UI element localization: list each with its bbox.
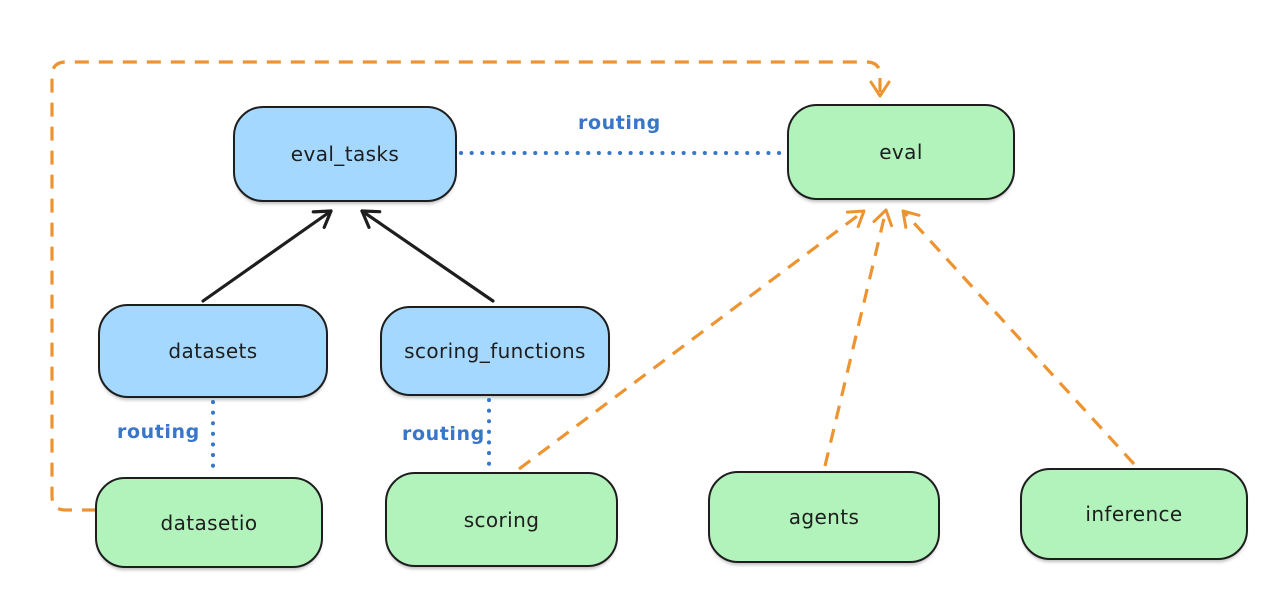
node-scoring: scoring bbox=[385, 472, 618, 567]
edge-datasets-to-eval-tasks bbox=[201, 209, 333, 303]
edge-label-routing-scoring: routing bbox=[402, 423, 485, 445]
edge-label-routing-datasetio: routing bbox=[117, 421, 200, 443]
edge-label-routing-top: routing bbox=[578, 112, 661, 134]
node-datasets: datasets bbox=[98, 304, 328, 398]
node-inference: inference bbox=[1020, 468, 1248, 560]
edge-inference-to-eval bbox=[901, 209, 1136, 466]
node-agents: agents bbox=[708, 471, 940, 563]
edge-agents-to-eval bbox=[823, 208, 894, 467]
node-eval: eval bbox=[787, 104, 1015, 200]
node-eval-tasks: eval_tasks bbox=[233, 106, 457, 202]
node-datasetio: datasetio bbox=[95, 477, 323, 568]
node-scoring-functions: scoring_functions bbox=[380, 306, 610, 396]
edge-scoring-functions-to-eval-tasks bbox=[360, 209, 495, 303]
edge-datasetio-to-eval bbox=[50, 60, 891, 512]
